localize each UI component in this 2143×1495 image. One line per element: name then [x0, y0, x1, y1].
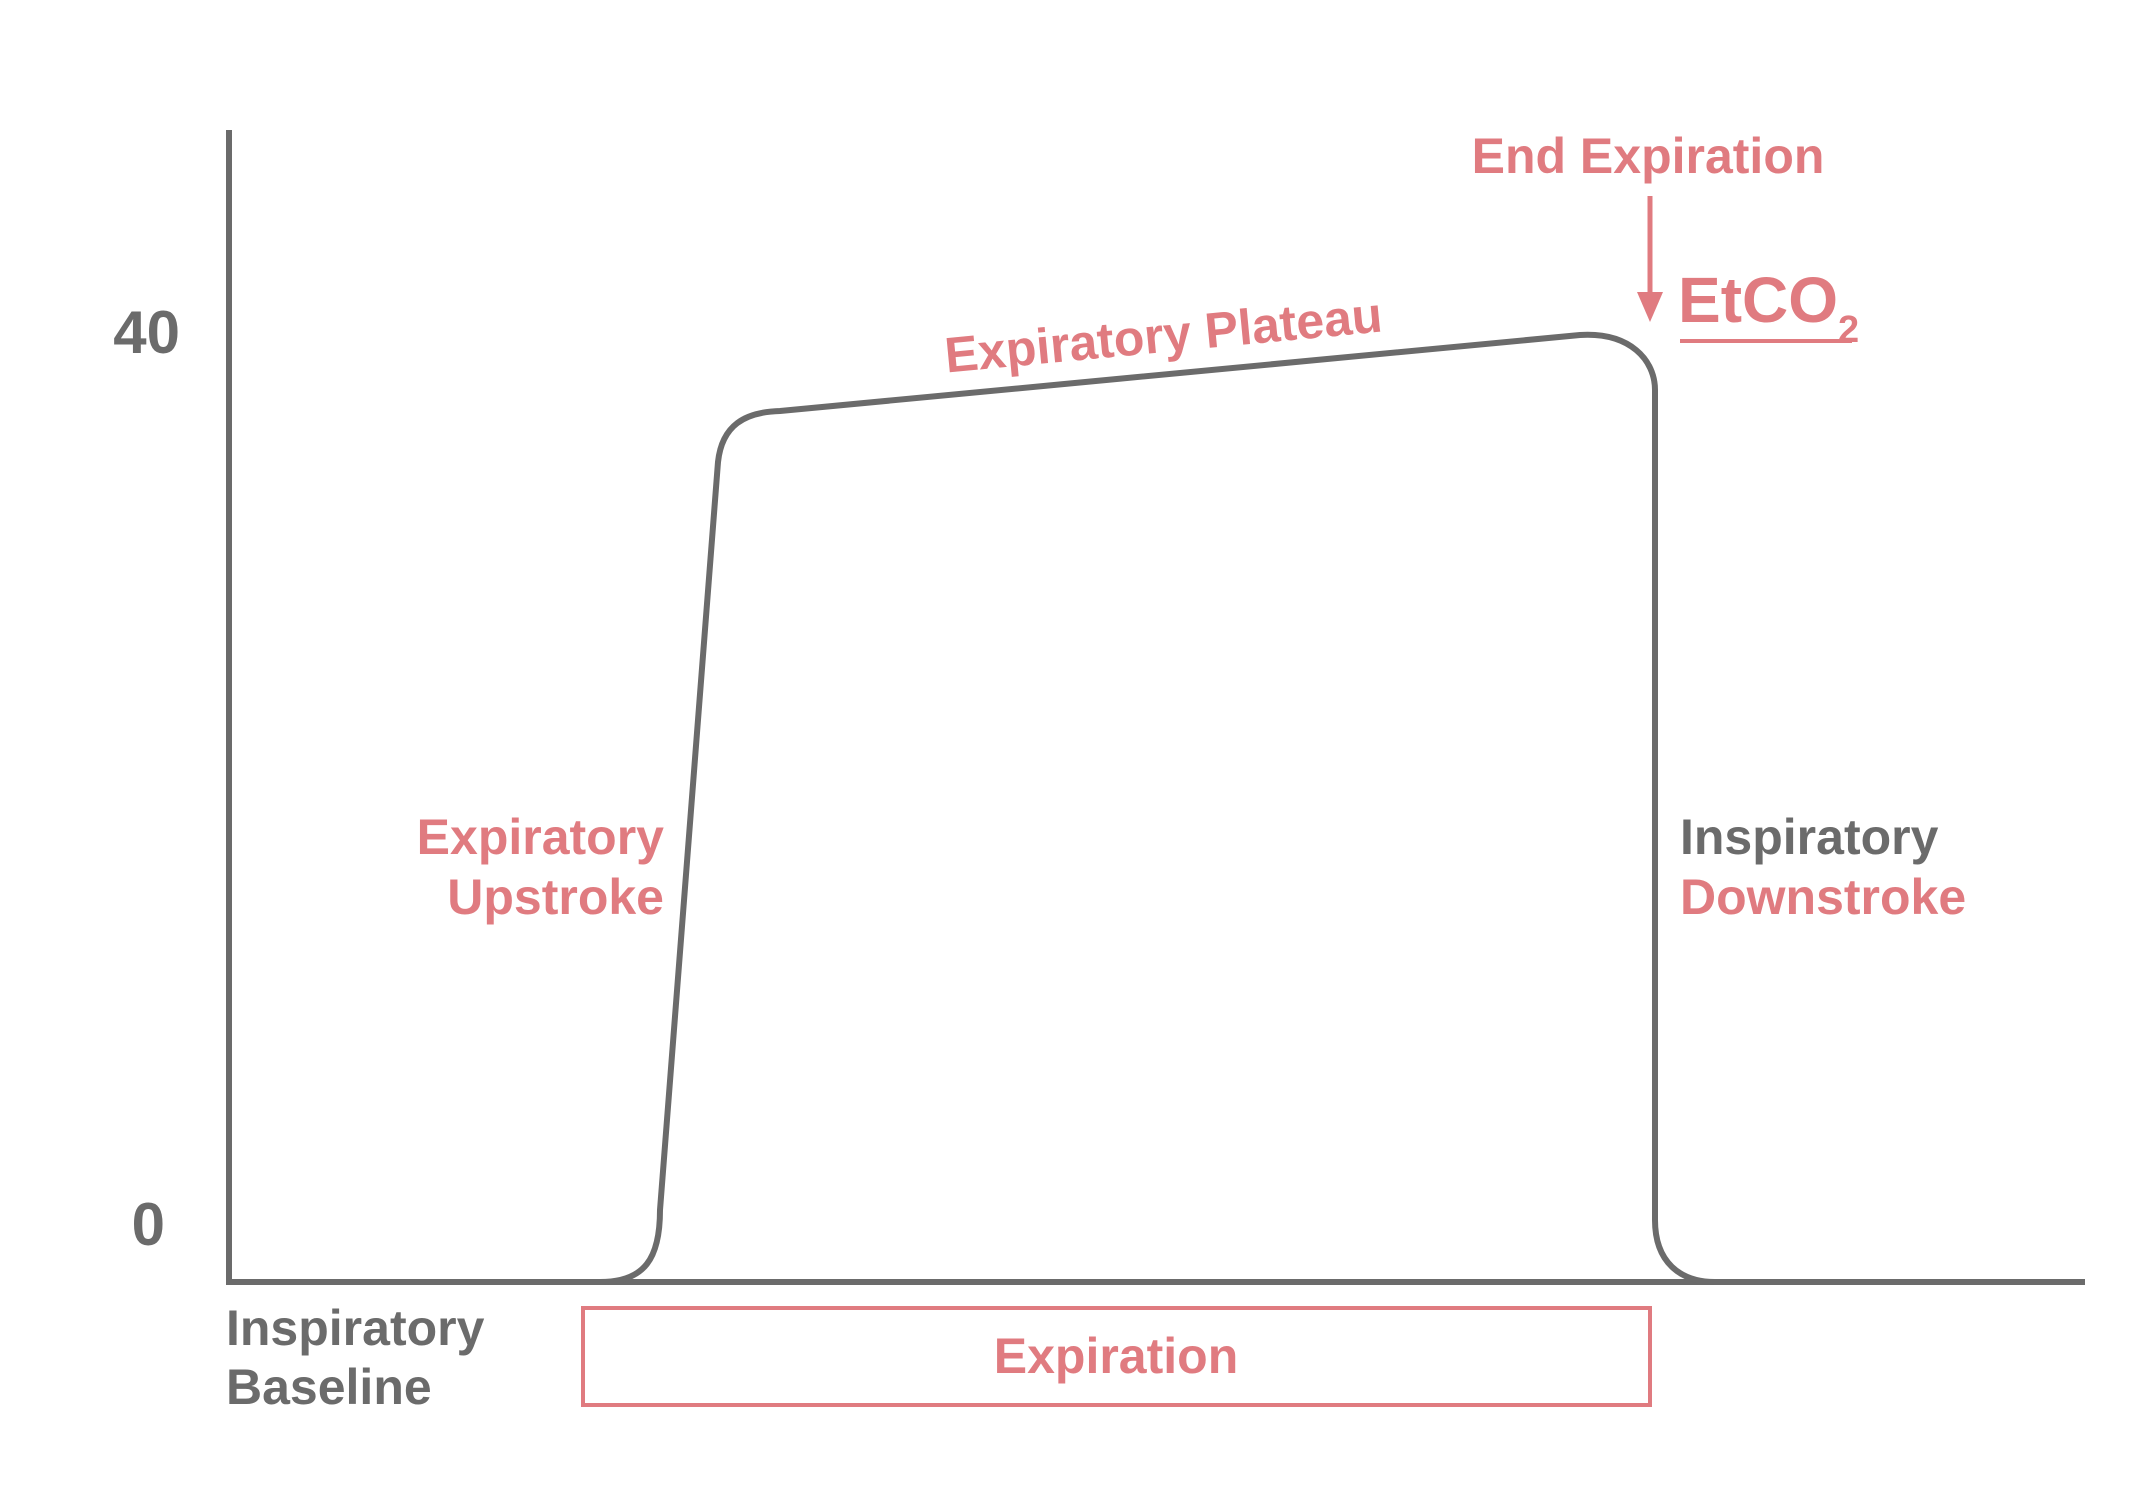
expiratory-upstroke-label-line2: Upstroke [447, 869, 664, 925]
y-tick-label-0: 0 [132, 1191, 165, 1258]
expiration-label: Expiration [994, 1328, 1238, 1384]
y-tick-label-40: 40 [113, 299, 180, 366]
inspiratory-baseline-label-line1: Inspiratory [226, 1300, 485, 1356]
etco2-label: EtCO2 [1678, 264, 1859, 351]
expiration-box [581, 1306, 1652, 1407]
expiratory-upstroke-label-line1: Expiratory [417, 809, 665, 865]
inspiratory-downstroke-label-line2: Downstroke [1680, 869, 1966, 925]
etco2-subscript: 2 [1838, 309, 1859, 351]
end-expiration-label: End Expiration [1472, 128, 1825, 184]
inspiratory-downstroke-label-line1: Inspiratory [1680, 809, 1939, 865]
etco2-main-text: EtCO [1678, 264, 1838, 336]
capnogram-waveform [229, 331, 2085, 1285]
end-expiration-arrow-head [1637, 292, 1663, 322]
expiratory-plateau-label: Expiratory Plateau [942, 287, 1384, 384]
inspiratory-baseline-label-line2: Baseline [226, 1359, 432, 1415]
